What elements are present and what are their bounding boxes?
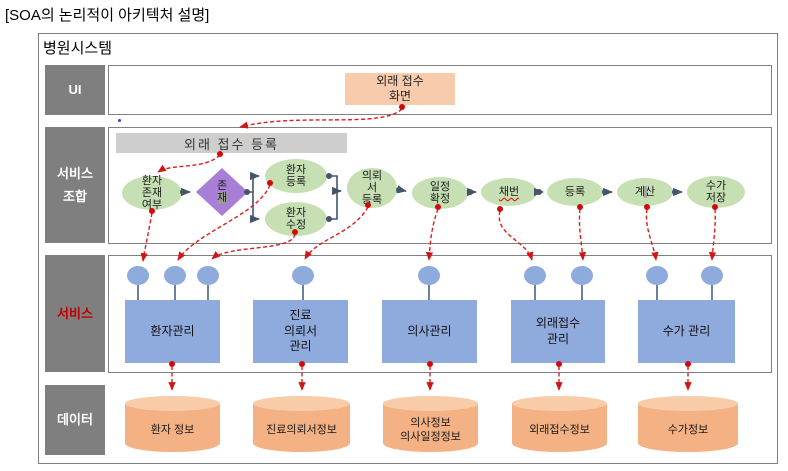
outpatient-reception-screen: 외래 접수 화면 — [345, 73, 455, 105]
step-fee-save: 수가 저장 — [687, 176, 745, 208]
service-doctor-management: 의사관리 — [382, 300, 477, 363]
interface-port — [197, 266, 219, 285]
decision-exists-line1: 존 — [216, 179, 228, 192]
cylinder-top — [125, 396, 220, 411]
step-patient-register: 환자 등록 — [265, 159, 327, 193]
datastore-doctor-info: 의사정보 의사일정정보 — [383, 396, 478, 452]
step-patient-exist-check: 환자 존재 여부 — [122, 175, 182, 211]
datastore-patient-info: 환자 정보 — [125, 396, 220, 452]
datastore-outpatient-info: 외래접수정보 — [512, 396, 607, 452]
lane-label-ui: UI — [45, 65, 105, 115]
service-outpatient-management: 외래접수 관리 — [511, 300, 605, 363]
lane-label-data: 데이터 — [45, 385, 105, 455]
interface-port — [164, 266, 186, 285]
interface-port — [127, 266, 149, 285]
cylinder-body — [125, 403, 220, 452]
step-schedule-confirm: 일정 확정 — [412, 177, 468, 209]
cylinder-body — [253, 403, 350, 452]
datastore-label: 진료의뢰서정보 — [266, 423, 337, 436]
cylinder-top — [253, 396, 350, 411]
cylinder-top — [512, 396, 607, 411]
lane-label-services: 서비스 — [45, 255, 105, 372]
page-title: [SOA의 논리적이 아키텍처 설명] — [5, 7, 210, 24]
interface-port — [701, 266, 723, 285]
outpatient-registration-banner: 외래 접수 등록 — [116, 133, 347, 153]
text-cursor-artifact — [644, 186, 647, 198]
step-patient-modify: 환자 수정 — [265, 202, 327, 236]
interface-port — [571, 266, 593, 285]
interface-port — [418, 266, 440, 285]
interface-port — [292, 266, 314, 285]
stray-dot-artifact — [118, 119, 121, 122]
cylinder-body — [383, 403, 478, 452]
step-referral-register: 의뢰 서 등록 — [347, 168, 397, 208]
datastore-referral-info: 진료의뢰서정보 — [253, 396, 350, 452]
cylinder-top — [638, 396, 738, 411]
step-numbering-label: 채번 — [498, 185, 520, 198]
step-enroll: 등록 — [547, 178, 603, 206]
lane-label-composition: 서비스 조합 — [45, 127, 105, 243]
interface-port — [524, 266, 546, 285]
datastore-label: 의사정보 의사일정정보 — [400, 416, 461, 443]
datastore-fee-info: 수가정보 — [638, 396, 738, 452]
decision-exists-line2: 재 — [216, 192, 228, 205]
service-fee-management: 수가 관리 — [638, 300, 735, 363]
cylinder-top — [383, 396, 478, 411]
step-numbering: 채번 — [481, 178, 537, 206]
cylinder-body — [638, 403, 738, 452]
datastore-label: 수가정보 — [667, 423, 709, 436]
datastore-label: 외래접수정보 — [529, 423, 590, 436]
hospital-system-title: 병원시스템 — [43, 40, 113, 57]
service-patient-management: 환자관리 — [125, 300, 220, 363]
service-referral-management: 진료 의뢰서 관리 — [253, 300, 348, 363]
datastore-label: 환자 정보 — [150, 423, 195, 436]
cylinder-body — [512, 403, 607, 452]
interface-port — [646, 266, 668, 285]
